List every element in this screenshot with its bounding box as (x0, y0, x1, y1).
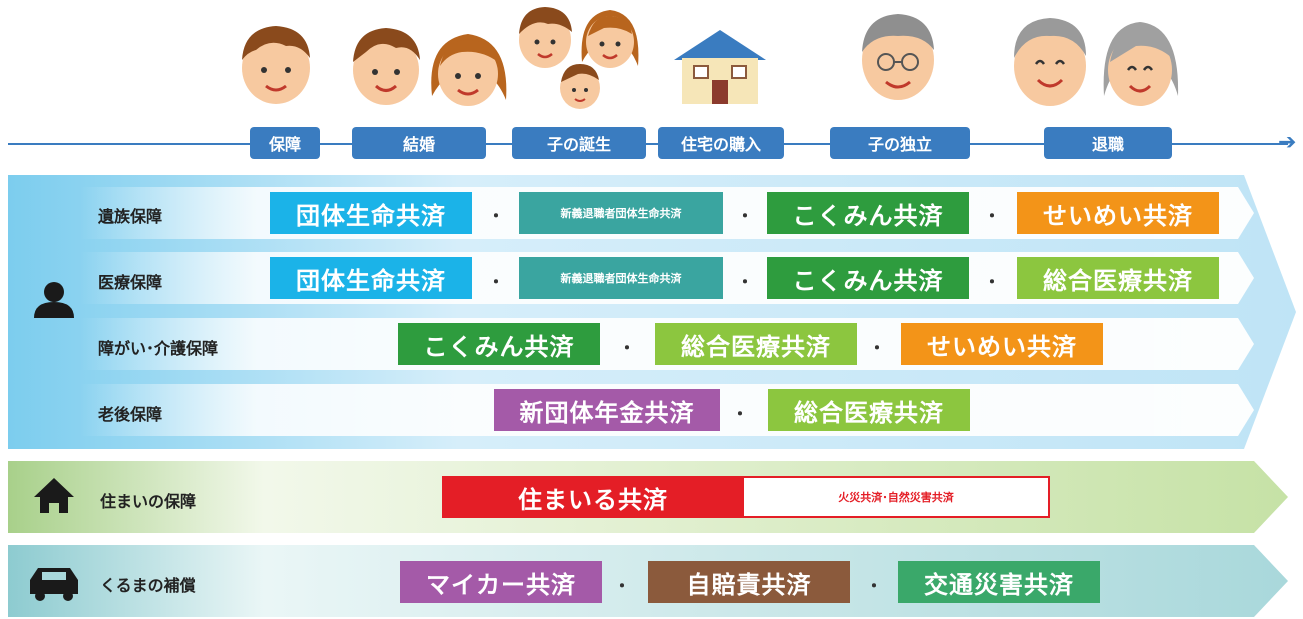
separator-dot: ･ (987, 204, 997, 228)
chip-compulsory-liability: 自賠責共済 (648, 561, 850, 603)
person-icon (34, 282, 74, 318)
stage-retirement: 退職 (1044, 127, 1172, 159)
person-band (8, 175, 1296, 449)
separator-dot: ･ (491, 204, 501, 228)
single-person-illustration (242, 26, 310, 104)
car-icon (30, 568, 78, 601)
chip-seimei: せいめい共済 (901, 323, 1103, 365)
separator-dot: ･ (740, 270, 750, 294)
row-label-medical: 医療保障 (98, 273, 163, 292)
separator-dot: ･ (735, 402, 745, 426)
row-label-survivor: 遺族保障 (98, 207, 163, 226)
elderly-couple-illustration (1014, 18, 1179, 106)
separator-dot: ･ (622, 336, 632, 360)
chip-fire-natural-disaster: 火災共済･自然災害共済 (742, 476, 1050, 518)
row-label-home: 住まいの保障 (100, 492, 197, 511)
stage-hosho: 保障 (250, 127, 320, 159)
house-illustration (674, 30, 766, 104)
family-with-child-illustration (519, 7, 639, 109)
chip-group-life: 団体生命共済 (270, 192, 472, 234)
stage-marriage: 結婚 (352, 127, 486, 159)
chip-seimei: せいめい共済 (1017, 192, 1219, 234)
chip-retiree-group-life: 新義退職者団体生命共済 (519, 257, 723, 299)
separator-dot: ･ (740, 204, 750, 228)
chip-kokumin: こくみん共済 (767, 257, 969, 299)
married-couple-illustration (353, 28, 507, 106)
row-label-retirement: 老後保障 (98, 405, 163, 424)
timeline-line (8, 143, 1288, 145)
separator-dot: ･ (491, 270, 501, 294)
separator-dot: ･ (987, 270, 997, 294)
separator-dot: ･ (872, 336, 882, 360)
chip-kokumin: こくみん共済 (398, 323, 600, 365)
timeline-arrow-icon: ➔ (1278, 130, 1297, 155)
row-label-disability-care: 障がい･介護保障 (98, 339, 219, 358)
separator-dot: ･ (617, 574, 627, 598)
middle-aged-man-illustration (862, 14, 934, 100)
chip-new-group-pension: 新団体年金共済 (494, 389, 720, 431)
stage-home-purchase: 住宅の購入 (658, 127, 784, 159)
chip-retiree-group-life: 新義退職者団体生命共済 (519, 192, 723, 234)
chip-general-medical: 総合医療共済 (1017, 257, 1219, 299)
chip-sumairu: 住まいる共済 (442, 476, 744, 518)
stage-child-birth: 子の誕生 (512, 127, 646, 159)
chip-general-medical: 総合医療共済 (768, 389, 970, 431)
row-label-car: くるまの補償 (100, 576, 196, 595)
life-stage-illustrations (242, 7, 1179, 109)
chip-kokumin: こくみん共済 (767, 192, 969, 234)
chip-group-life: 団体生命共済 (270, 257, 472, 299)
chip-general-medical: 総合医療共済 (655, 323, 857, 365)
house-icon (34, 478, 74, 513)
chip-traffic-accident: 交通災害共済 (898, 561, 1100, 603)
stage-child-independence: 子の独立 (830, 127, 970, 159)
separator-dot: ･ (869, 574, 879, 598)
chip-my-car: マイカー共済 (400, 561, 602, 603)
